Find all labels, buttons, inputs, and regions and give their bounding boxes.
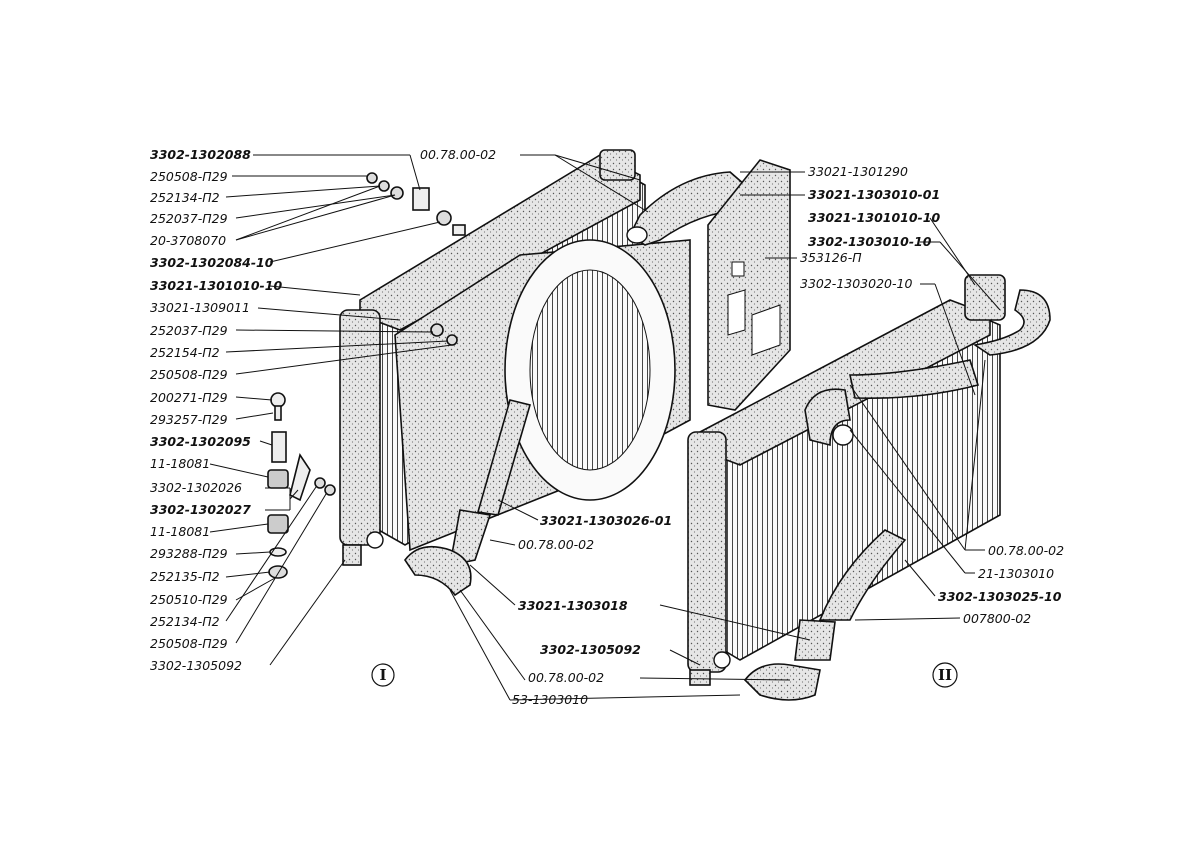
variant-mark-2: II — [932, 662, 958, 688]
part-label: 007800-02 — [963, 611, 1031, 626]
label-column-right-lower: 00.78.00-02 21-1303010 3302-1303025-10 0… — [938, 543, 1064, 626]
radiator-1-drain — [342, 544, 362, 566]
gasket-plate-hole — [731, 261, 745, 277]
radiator-2-lower-pipe — [794, 619, 836, 661]
washer-part — [314, 477, 326, 489]
part-label: 00.78.00-02 — [518, 537, 594, 552]
part-label: 252135-П2 — [150, 569, 220, 584]
part-label: 252134-П2 — [150, 614, 220, 629]
radiator-variant-1 — [267, 149, 791, 597]
radiator-2-upper-pipe — [849, 359, 980, 400]
radiator-1-lower-pipe — [449, 509, 492, 567]
nut-part — [430, 323, 444, 337]
part-label: 353126-П — [800, 250, 862, 265]
radiator-2-filler-neck — [964, 274, 1006, 321]
part-label: 00.78.00-02 — [528, 670, 604, 685]
part-label: 00.78.00-02 — [420, 147, 496, 162]
part-label: 33021-1309011 — [150, 300, 250, 315]
part-label: 252134-П2 — [150, 190, 220, 205]
nut-part — [390, 186, 404, 200]
label-column-left: 3302-1302088 250508-П29 252134-П2 252037… — [150, 147, 282, 673]
variant-mark-2-text: II — [938, 666, 952, 684]
radiator-1-core-visible — [529, 269, 651, 471]
part-label: 250510-П29 — [150, 592, 228, 607]
part-label: 21-1303010 — [978, 566, 1054, 581]
part-label: 3302-1302088 — [150, 147, 251, 162]
radiator-1-lower-hose — [476, 399, 532, 516]
nut-part — [268, 565, 288, 579]
part-label: 250508-П29 — [150, 367, 228, 382]
gasket-plate-cutouts — [727, 289, 781, 356]
part-label: 250508-П29 — [150, 169, 228, 184]
bushing-part — [452, 224, 466, 236]
leader-lines — [209, 154, 1001, 701]
part-label: 53-1303010 — [512, 692, 588, 707]
radiator-1-outlet — [366, 531, 384, 549]
part-label: 33021-1303018 — [518, 598, 628, 613]
radiator-2-outlet — [713, 651, 731, 669]
part-label: 200271-П29 — [150, 390, 228, 405]
part-label: 00.78.00-02 — [988, 543, 1064, 558]
cushion-part — [267, 514, 289, 534]
nut-part — [436, 210, 452, 226]
washer-part — [446, 334, 458, 346]
radiator-2-elbow-end — [832, 424, 854, 446]
radiator-1-bottom-hose — [404, 545, 472, 597]
part-label: 3302-1302027 — [150, 502, 251, 517]
radiator-2-bottom-hose — [743, 663, 821, 701]
bolt-shank-part — [274, 405, 282, 421]
part-label: 3302-1303020-10 — [800, 276, 912, 291]
radiator-2-drain — [689, 669, 711, 686]
part-label: 3302-1303025-10 — [938, 589, 1062, 604]
part-label: 3302-1305092 — [540, 642, 641, 657]
variant-mark-1: I — [371, 663, 395, 687]
washer-part — [378, 180, 390, 192]
nut-part — [324, 484, 336, 496]
label-column-right: 33021-1301290 33021-1303010-01 33021-130… — [800, 164, 940, 291]
part-label: 3302-1303010-10 — [808, 234, 932, 249]
part-label: 293257-П29 — [150, 412, 228, 427]
bolt-head-part — [270, 392, 286, 408]
radiator-1-filler-neck — [599, 149, 636, 181]
part-label: 33021-1301290 — [808, 164, 908, 179]
part-label: 33021-1303026-01 — [540, 513, 672, 528]
part-label: 3302-1302084-10 — [150, 255, 274, 270]
part-label: 33021-1301010-10 — [808, 210, 940, 225]
part-label: 33021-1303010-01 — [808, 187, 940, 202]
label-column-center: 00.78.00-02 33021-1303026-01 00.78.00-02… — [420, 147, 672, 707]
part-label: 20-3708070 — [150, 233, 226, 248]
radiator-1-upper-hose-end — [626, 226, 648, 244]
part-label: 250508-П29 — [150, 636, 228, 651]
part-label: 252154-П2 — [150, 345, 220, 360]
radiator-2-side-tank — [687, 431, 727, 673]
sleeve-part — [271, 431, 287, 463]
part-label: 11-18081 — [150, 524, 210, 539]
part-label: 3302-1305092 — [150, 658, 242, 673]
part-label: 3302-1302095 — [150, 434, 251, 449]
part-label: 33021-1301010-10 — [150, 278, 282, 293]
radiator-2-lower-hose — [818, 529, 907, 621]
radiator-2-elbow — [804, 388, 851, 447]
part-label: 293288-П29 — [150, 546, 228, 561]
bracket-part — [412, 187, 430, 211]
part-label: 252037-П29 — [150, 323, 228, 338]
radiator-variant-2 — [687, 274, 1051, 701]
part-label: 252037-П29 — [150, 211, 228, 226]
bracket-plate-part — [289, 453, 311, 502]
washer-part — [366, 172, 378, 184]
part-label: 11-18081 — [150, 456, 210, 471]
variant-mark-1-text: I — [379, 666, 386, 684]
radiator-2-upper-hose — [972, 289, 1051, 356]
part-label: 3302-1302026 — [150, 480, 242, 495]
cushion-part — [267, 469, 289, 489]
